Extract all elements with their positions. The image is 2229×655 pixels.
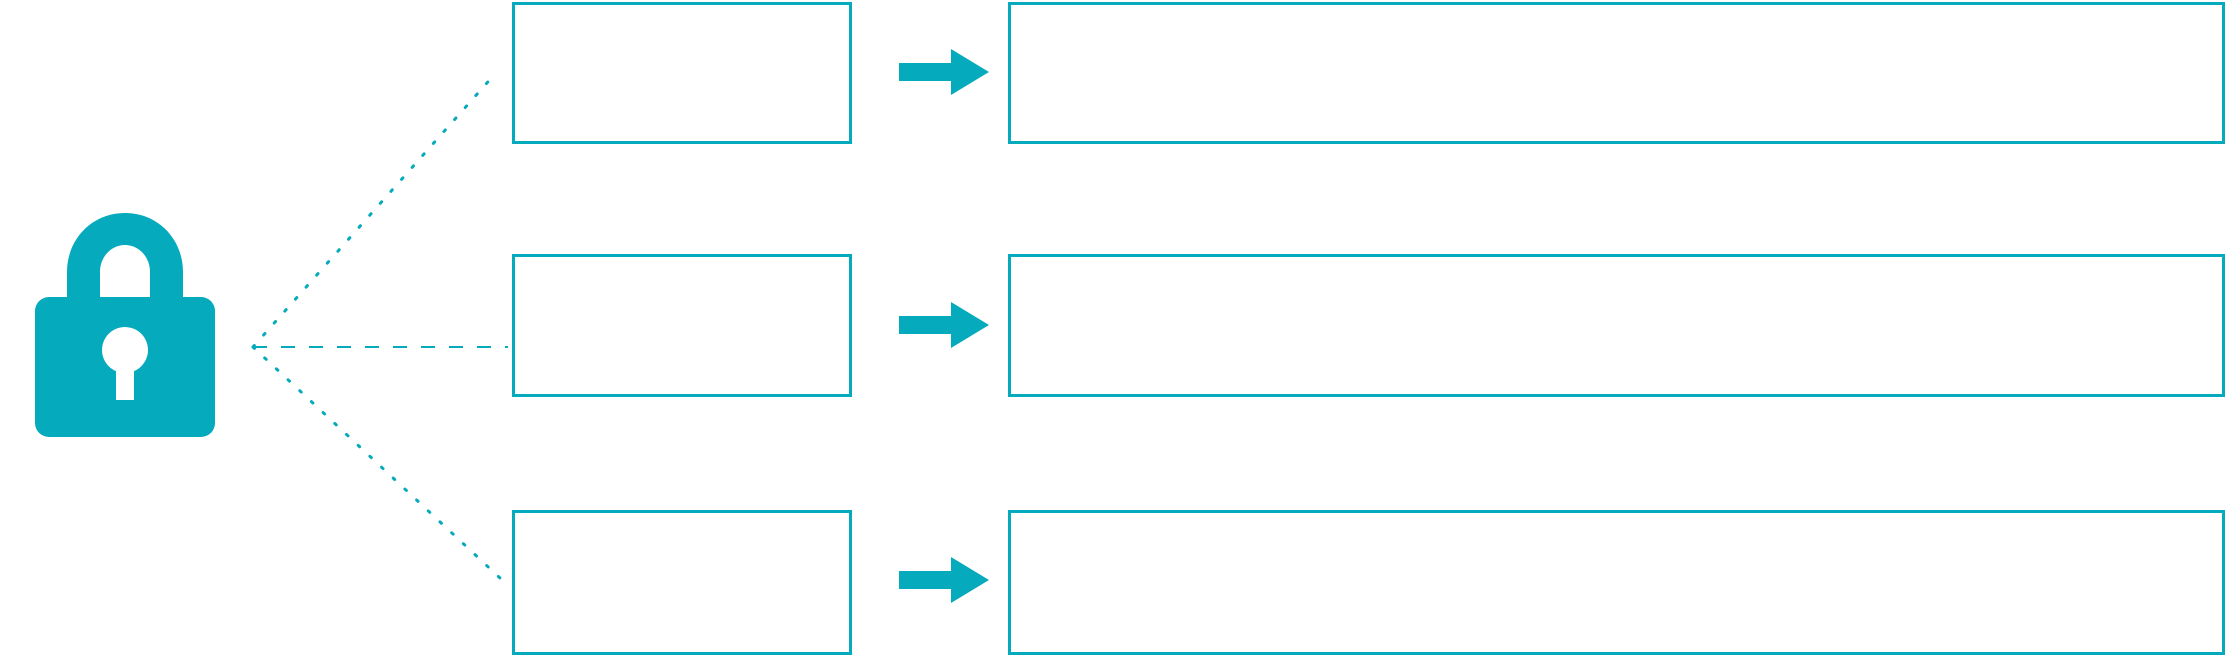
source-box-3-text [515,513,849,533]
source-box-2[interactable] [512,254,852,397]
target-box-2[interactable] [1008,254,2225,397]
target-box-3-text [1011,513,2222,533]
lock-icon-glyph [35,213,215,437]
target-box-3[interactable] [1008,510,2225,655]
arrow-right-glyph-2 [899,302,989,348]
target-box-1[interactable] [1008,2,2225,144]
source-box-1-text [515,5,849,25]
arrow-right-icon-1 [899,45,989,99]
arrow-right-icon-3 [899,553,989,607]
source-box-1[interactable] [512,2,852,144]
arrow-right-glyph-1 [899,49,989,95]
target-box-1-text [1011,5,2222,25]
connector-to-row-1 [251,73,496,349]
source-box-3[interactable] [512,510,852,655]
target-box-2-text [1011,257,2222,277]
lock-icon [30,205,220,445]
arrow-right-glyph-3 [899,557,989,603]
arrow-right-icon-2 [899,298,989,352]
connector-to-row-3 [251,345,502,580]
source-box-2-text [515,257,849,277]
